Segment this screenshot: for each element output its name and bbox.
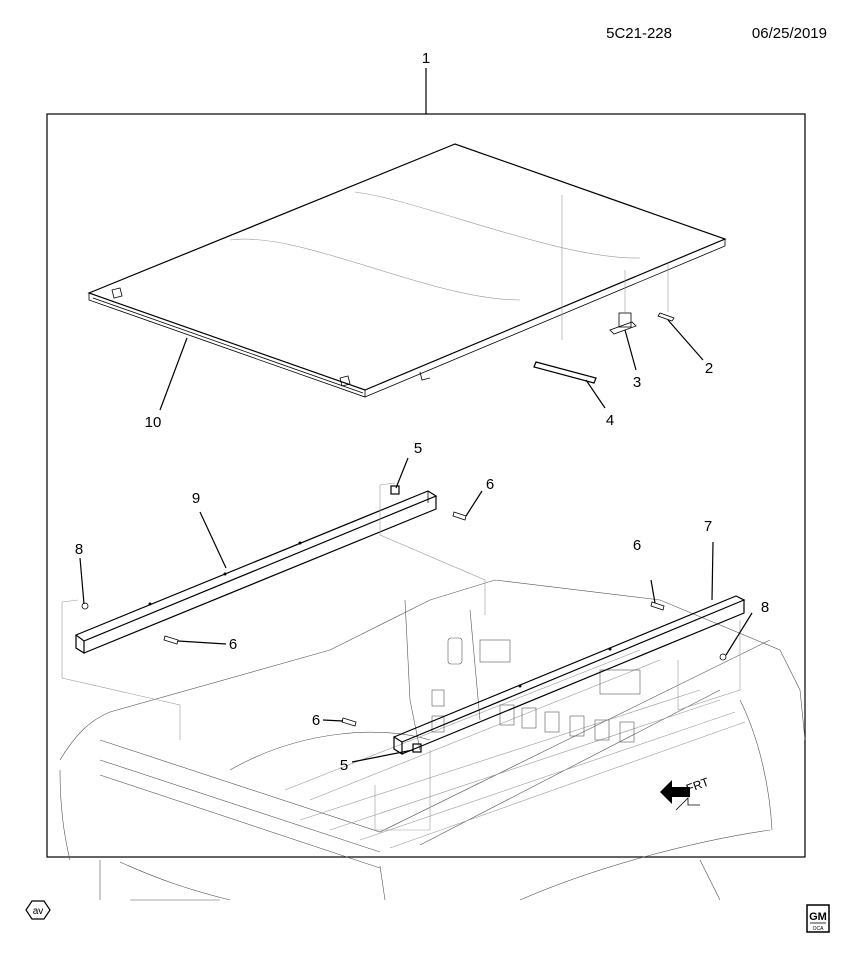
callout-5a: 5 xyxy=(414,440,422,457)
callout-10: 10 xyxy=(145,414,162,431)
leader-lines xyxy=(79,319,753,763)
left-side-rail xyxy=(61,482,486,740)
callout-8b: 8 xyxy=(761,599,769,616)
latch-part xyxy=(609,270,637,335)
right-side-rail xyxy=(374,595,746,831)
callout-6c: 6 xyxy=(633,537,641,554)
callout-6b: 6 xyxy=(229,636,237,653)
clip-8b xyxy=(719,653,727,661)
bolt-6b xyxy=(163,635,179,645)
doc-date: 06/25/2019 xyxy=(752,25,827,42)
svg-text:GM: GM xyxy=(809,911,827,923)
svg-text:av: av xyxy=(33,906,44,917)
diagram-frame xyxy=(46,113,806,858)
tonneau-cover xyxy=(87,143,727,398)
bumper-part xyxy=(657,264,675,322)
clip-8a xyxy=(81,602,89,610)
callout-3: 3 xyxy=(633,374,641,391)
bolt-6c xyxy=(650,601,665,611)
callout-7: 7 xyxy=(704,518,712,535)
av-logo: av xyxy=(25,900,51,920)
callout-5b: 5 xyxy=(340,757,348,774)
svg-text:OCA: OCA xyxy=(813,926,825,932)
doc-code: 5C21-228 xyxy=(606,25,672,42)
callout-1: 1 xyxy=(422,50,430,67)
gm-logo: GM OCA xyxy=(806,904,830,933)
nut-5a xyxy=(390,485,400,495)
bolt-6a xyxy=(452,511,467,521)
callout-6d: 6 xyxy=(312,712,320,729)
callout-4: 4 xyxy=(606,412,614,429)
front-direction-marker: FRT xyxy=(660,775,711,811)
strip-part xyxy=(533,361,597,384)
callout-2: 2 xyxy=(705,360,713,377)
bolt-6d xyxy=(341,717,357,727)
callout-6a: 6 xyxy=(486,476,494,493)
callout-8a: 8 xyxy=(75,541,83,558)
frt-label: FRT xyxy=(684,775,711,796)
callout-9: 9 xyxy=(192,490,200,507)
truck-bed-outline xyxy=(59,579,806,901)
nut-5b xyxy=(412,743,422,753)
